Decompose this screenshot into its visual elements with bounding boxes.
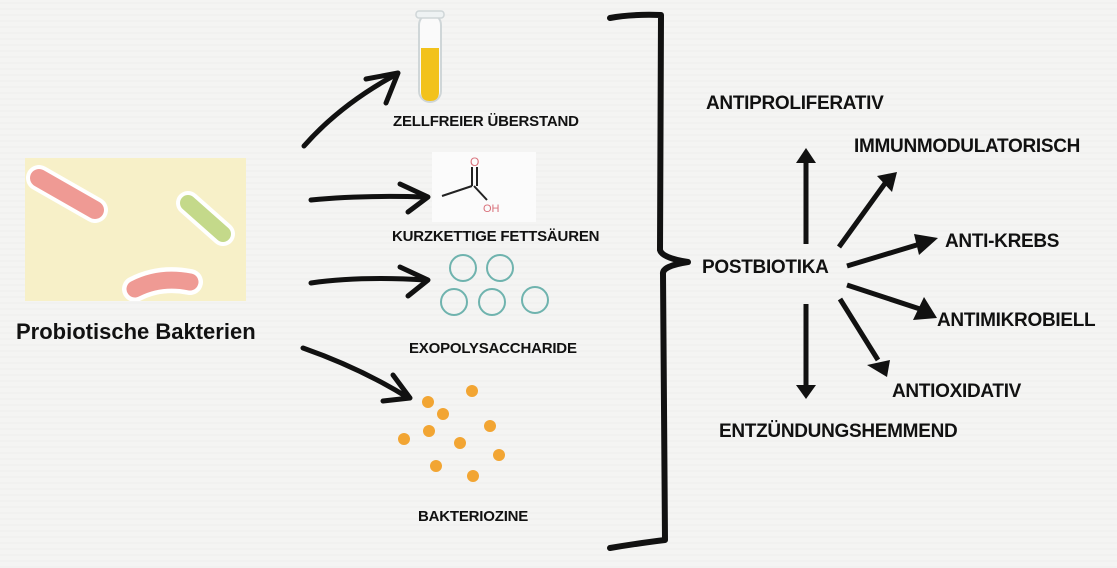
circle — [478, 288, 506, 316]
center-label-postbiotika: POSTBIOTIKA — [702, 257, 829, 278]
circle — [440, 288, 468, 316]
dot — [423, 425, 435, 437]
arrow-antioxidativ — [837, 297, 890, 377]
acid-structure-box — [432, 152, 536, 222]
dot — [454, 437, 466, 449]
dot — [493, 449, 505, 461]
effect-label-entzuendungshemmend: ENTZÜNDUNGSHEMMEND — [719, 421, 958, 442]
arrow-antimikrobiell — [846, 282, 937, 320]
arrow-anti-krebs — [846, 234, 938, 269]
arrow-antiproliferativ — [796, 148, 816, 244]
effect-label-antimikrobiell: ANTIMIKROBIELL — [937, 310, 1096, 331]
dot — [398, 433, 410, 445]
arrow-to-fatty-acids — [308, 181, 431, 215]
bacterium-red-1 — [26, 165, 108, 223]
arrow-to-supernatant — [301, 70, 401, 149]
effect-label-immunmodulatorisch: IMMUNMODULATORISCH — [854, 136, 1081, 157]
dot — [484, 420, 496, 432]
circle — [486, 254, 514, 282]
dot — [466, 385, 478, 397]
component-label-bacteriocins: BAKTERIOZINE — [418, 508, 529, 525]
bacteriocin-dots-icon — [398, 385, 505, 482]
source-label: Probiotische Bakterien — [16, 319, 256, 344]
arrow-immunmodulatorisch — [836, 172, 897, 249]
effect-label-antioxidativ: ANTIOXIDATIV — [892, 381, 1022, 402]
grouping-bracket — [607, 11, 691, 551]
arrow-entzuendungshemmend — [796, 304, 816, 399]
circle — [521, 286, 549, 314]
dot — [437, 408, 449, 420]
component-label-fatty-acids: KURZKETTIGE FETTSÄUREN — [392, 228, 600, 245]
test-tube-icon — [415, 10, 445, 103]
arrow-to-exopolysaccharides — [308, 264, 431, 299]
circle — [449, 254, 477, 282]
effect-label-antiproliferativ: ANTIPROLIFERATIV — [706, 93, 884, 114]
dot — [422, 396, 434, 408]
bacterium-green — [176, 191, 235, 246]
dot — [467, 470, 479, 482]
polysaccharide-circles-icon — [440, 254, 549, 316]
oxygen-label: O — [470, 155, 479, 169]
component-label-supernatant: ZELLFREIER ÜBERSTAND — [393, 113, 579, 130]
effect-label-anti-krebs: ANTI-KREBS — [945, 231, 1060, 252]
bacteria-illustration-icon — [25, 158, 246, 302]
acetic-acid-structure-icon: O OH — [441, 155, 500, 215]
bacterium-red-2 — [122, 267, 203, 302]
arrow-to-bacteriocins — [300, 345, 413, 404]
component-label-exopolysaccharides: EXOPOLYSACCHARIDE — [409, 340, 577, 357]
hydroxyl-label: OH — [483, 203, 500, 215]
dot — [430, 460, 442, 472]
